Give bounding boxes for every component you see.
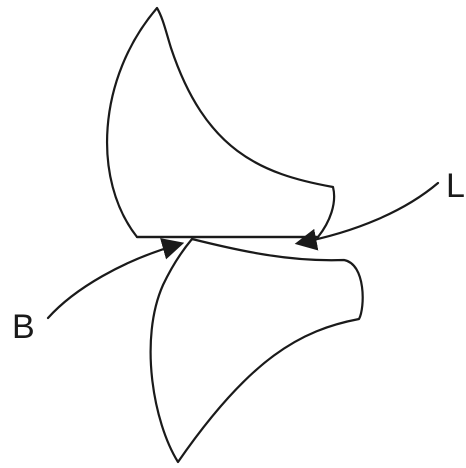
label-b: B xyxy=(12,308,35,346)
label-l: L xyxy=(446,167,465,205)
upper-shape xyxy=(106,6,336,239)
arrow-l xyxy=(294,181,440,251)
lower-shape xyxy=(149,237,364,464)
arrow-b xyxy=(46,238,185,320)
